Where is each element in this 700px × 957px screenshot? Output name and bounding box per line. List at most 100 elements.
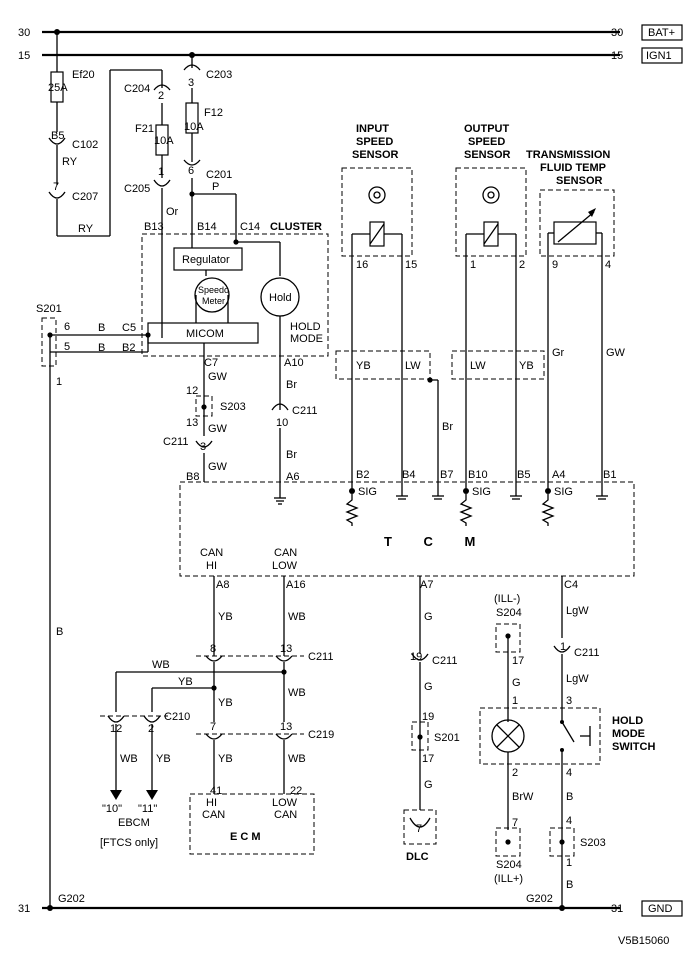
svg-text:7: 7 bbox=[53, 181, 59, 193]
svg-text:INPUT: INPUT bbox=[356, 123, 389, 135]
f21-branch: C204 2 F21 10A 1 C205 Or B13 bbox=[124, 70, 179, 338]
svg-text:GND: GND bbox=[648, 903, 673, 915]
svg-text:1: 1 bbox=[512, 695, 518, 707]
svg-text:B: B bbox=[566, 879, 573, 891]
svg-text:5: 5 bbox=[64, 341, 70, 353]
svg-text:Ef20: Ef20 bbox=[72, 69, 95, 81]
svg-text:B: B bbox=[56, 626, 63, 638]
svg-text:LOW: LOW bbox=[272, 797, 298, 809]
svg-text:RY: RY bbox=[62, 156, 78, 168]
svg-text:1: 1 bbox=[158, 166, 164, 178]
svg-text:S204: S204 bbox=[496, 859, 522, 871]
dlc-path: G 19 C211 G 19 S201 17 G 7 DLC bbox=[403, 576, 460, 863]
svg-text:6: 6 bbox=[188, 165, 194, 177]
svg-text:GW: GW bbox=[606, 347, 626, 359]
ignition-rail: 15 15 IGN1 bbox=[18, 47, 683, 64]
svg-text:SPEED: SPEED bbox=[356, 136, 393, 148]
instrument-cluster: CLUSTER Regulator Hold HOLD MODE Speedo … bbox=[141, 221, 329, 357]
gw-path: C7 GW 12 13 S203 GW 3 C211 GW B8 bbox=[163, 343, 246, 483]
svg-text:9: 9 bbox=[552, 259, 558, 271]
svg-text:LgW: LgW bbox=[566, 605, 589, 617]
svg-text:MODE: MODE bbox=[290, 333, 323, 345]
svg-text:C5: C5 bbox=[122, 322, 136, 334]
svg-text:C211: C211 bbox=[163, 436, 188, 448]
svg-text:Regulator: Regulator bbox=[182, 254, 230, 266]
svg-text:G: G bbox=[424, 779, 433, 791]
svg-text:B8: B8 bbox=[186, 471, 199, 483]
svg-text:SENSOR: SENSOR bbox=[556, 175, 603, 187]
svg-text:CAN: CAN bbox=[274, 547, 297, 559]
svg-text:41: 41 bbox=[210, 785, 222, 797]
svg-text:BrW: BrW bbox=[512, 791, 534, 803]
svg-text:2: 2 bbox=[148, 723, 154, 735]
svg-text:Meter: Meter bbox=[202, 296, 225, 306]
svg-text:25A: 25A bbox=[48, 82, 68, 94]
svg-text:A4: A4 bbox=[552, 469, 565, 481]
svg-text:FLUID TEMP: FLUID TEMP bbox=[540, 162, 606, 174]
svg-text:1: 1 bbox=[56, 376, 62, 388]
svg-text:YB: YB bbox=[218, 753, 233, 765]
s201-splice: S201 6 5 1 B C5 B B2 B bbox=[36, 303, 151, 908]
svg-text:C204: C204 bbox=[124, 83, 150, 95]
svg-text:Gr: Gr bbox=[552, 347, 565, 359]
svg-text:F12: F12 bbox=[204, 107, 223, 119]
svg-text:CLUSTER: CLUSTER bbox=[270, 221, 322, 233]
svg-text:B2: B2 bbox=[122, 342, 135, 354]
svg-text:Br: Br bbox=[286, 449, 297, 461]
svg-text:C210: C210 bbox=[164, 711, 190, 723]
speedometer bbox=[194, 277, 230, 313]
svg-text:SPEED: SPEED bbox=[468, 136, 505, 148]
svg-text:C211: C211 bbox=[574, 647, 599, 659]
diagram-code: V5B15060 bbox=[618, 935, 669, 947]
svg-text:C102: C102 bbox=[72, 139, 98, 151]
svg-text:SENSOR: SENSOR bbox=[464, 149, 511, 161]
svg-text:C4: C4 bbox=[564, 579, 578, 591]
battery-rail: 30 30 BAT+ bbox=[18, 24, 683, 41]
sensor-inline-connectors: YB LW LW YB Br bbox=[335, 350, 545, 488]
svg-text:15: 15 bbox=[405, 259, 417, 271]
svg-text:A10: A10 bbox=[284, 357, 304, 369]
rail-15-left: 15 bbox=[18, 50, 30, 62]
svg-text:SENSOR: SENSOR bbox=[352, 149, 399, 161]
svg-text:Speedo: Speedo bbox=[198, 285, 229, 295]
svg-text:EBCM: EBCM bbox=[118, 817, 150, 829]
svg-text:(ILL-): (ILL-) bbox=[494, 593, 520, 605]
svg-text:YB: YB bbox=[218, 697, 233, 709]
svg-text:B7: B7 bbox=[440, 469, 453, 481]
svg-text:Br: Br bbox=[286, 379, 297, 391]
svg-text:4: 4 bbox=[566, 815, 572, 827]
svg-text:13: 13 bbox=[280, 643, 292, 655]
svg-text:B2: B2 bbox=[356, 469, 369, 481]
svg-text:LgW: LgW bbox=[566, 673, 589, 685]
svg-text:19: 19 bbox=[410, 651, 422, 663]
svg-text:S201: S201 bbox=[36, 303, 62, 315]
svg-text:WB: WB bbox=[288, 611, 306, 623]
svg-text:B4: B4 bbox=[402, 469, 415, 481]
svg-text:4: 4 bbox=[566, 767, 572, 779]
svg-text:8: 8 bbox=[210, 643, 216, 655]
svg-text:A8: A8 bbox=[216, 579, 229, 591]
svg-text:G202: G202 bbox=[526, 893, 553, 905]
svg-text:MICOM: MICOM bbox=[186, 328, 224, 340]
gear-icon bbox=[482, 186, 500, 204]
svg-text:C211: C211 bbox=[292, 405, 317, 417]
can-bus: YB WB 8 13 C211 WB YB YB WB 7 13 C219 YB… bbox=[100, 576, 334, 855]
svg-text:G: G bbox=[424, 611, 433, 623]
hold-mode-switch-circuit: (ILL-) S204 17 G 1 2 BrW 7 S204 (ILL+) L… bbox=[479, 576, 655, 908]
svg-text:"10": "10" bbox=[102, 803, 122, 815]
svg-text:7: 7 bbox=[512, 817, 518, 829]
svg-text:[FTCS only]: [FTCS only] bbox=[100, 837, 158, 849]
svg-text:B14: B14 bbox=[197, 221, 217, 233]
svg-text:S204: S204 bbox=[496, 607, 522, 619]
svg-text:10: 10 bbox=[276, 417, 288, 429]
svg-text:SIG: SIG bbox=[358, 486, 377, 498]
svg-text:C7: C7 bbox=[204, 357, 218, 369]
output-speed-sensor: OUTPUT SPEED SENSOR 1 2 bbox=[455, 123, 527, 488]
svg-text:HOLD: HOLD bbox=[290, 321, 321, 333]
br-path: A10 Br C211 10 Br A6 bbox=[271, 356, 317, 505]
regulator-block bbox=[173, 247, 243, 271]
svg-text:1: 1 bbox=[566, 857, 572, 869]
svg-text:A6: A6 bbox=[286, 471, 299, 483]
svg-text:C203: C203 bbox=[206, 69, 232, 81]
